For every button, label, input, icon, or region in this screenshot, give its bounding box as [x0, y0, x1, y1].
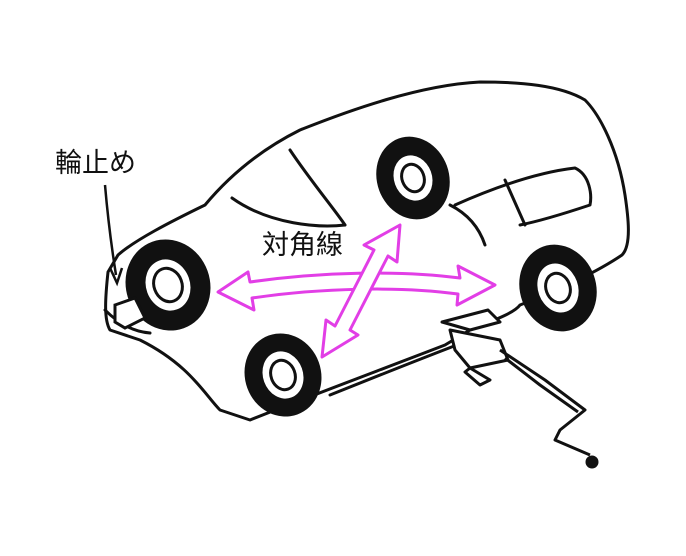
rocker-line: [328, 338, 472, 397]
diagonal-arrow-vertical: [320, 223, 402, 359]
wheel-rear-right: [519, 244, 597, 332]
wheel-front-left: [125, 239, 211, 331]
car-jack: [440, 308, 599, 469]
wheel-rear-left: [376, 136, 450, 220]
car-body-outline: [104, 80, 630, 422]
wheels: [125, 136, 597, 417]
diagonal-label: 対角線: [260, 230, 345, 261]
wheel-chock-label: 輪止め: [55, 148, 136, 179]
wheel-chock: [113, 296, 148, 330]
door-line: [448, 203, 487, 247]
wheel-front-right: [244, 333, 322, 417]
side-window-divider: [503, 178, 527, 227]
window-line: [230, 196, 347, 228]
chock-pointer-arrow: [103, 184, 118, 276]
windshield-line: [288, 148, 347, 227]
